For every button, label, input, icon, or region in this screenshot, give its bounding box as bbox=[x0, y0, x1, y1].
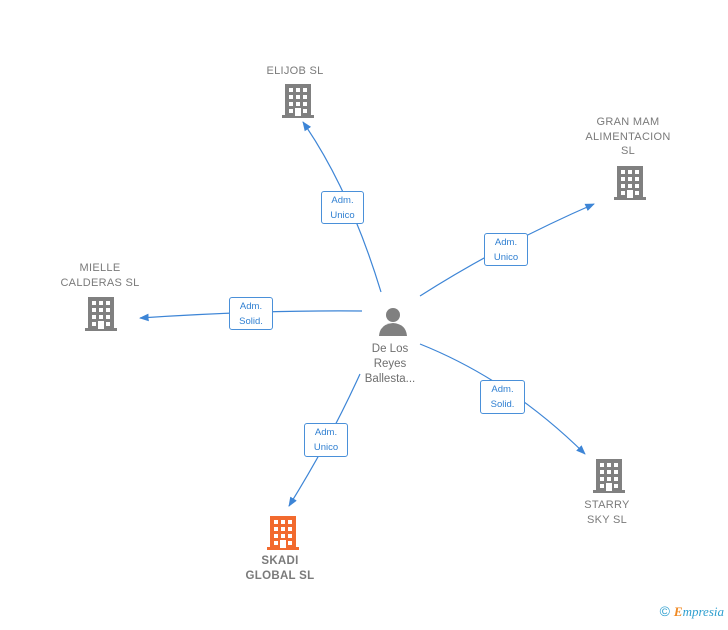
building-icon-elijob[interactable] bbox=[282, 84, 314, 118]
edge-tag-mielle: Adm. Solid. bbox=[229, 297, 273, 330]
company-label-skadi[interactable]: SKADI GLOBAL SL bbox=[245, 555, 315, 582]
edge-tag-granmam: Adm. Unico bbox=[484, 233, 528, 266]
copyright-icon: © bbox=[659, 603, 670, 619]
company-label-mielle[interactable]: MIELLE CALDERAS SL bbox=[60, 262, 140, 289]
edge-tag-skadi: Adm. Unico bbox=[304, 423, 348, 457]
building-icon-mielle[interactable] bbox=[85, 297, 117, 331]
edge-tag-starry: Adm. Solid. bbox=[480, 380, 525, 414]
company-label-starry[interactable]: STARRY SKY SL bbox=[584, 499, 630, 526]
building-icon-skadi[interactable] bbox=[267, 516, 299, 550]
building-icon-granmam[interactable] bbox=[614, 166, 646, 200]
building-icon-starry[interactable] bbox=[593, 459, 625, 493]
person-icon[interactable] bbox=[379, 308, 407, 336]
company-label-elijob[interactable]: ELIJOB SL bbox=[266, 65, 324, 77]
brand-name: Empresia bbox=[673, 604, 724, 619]
person-label[interactable]: De Los Reyes Ballesta... bbox=[364, 343, 416, 385]
company-label-granmam[interactable]: GRAN MAM ALIMENTACION SL bbox=[585, 116, 671, 157]
edge-tag-elijob: Adm. Unico bbox=[321, 191, 364, 224]
footer-brand[interactable]: ©Empresia bbox=[660, 603, 724, 620]
